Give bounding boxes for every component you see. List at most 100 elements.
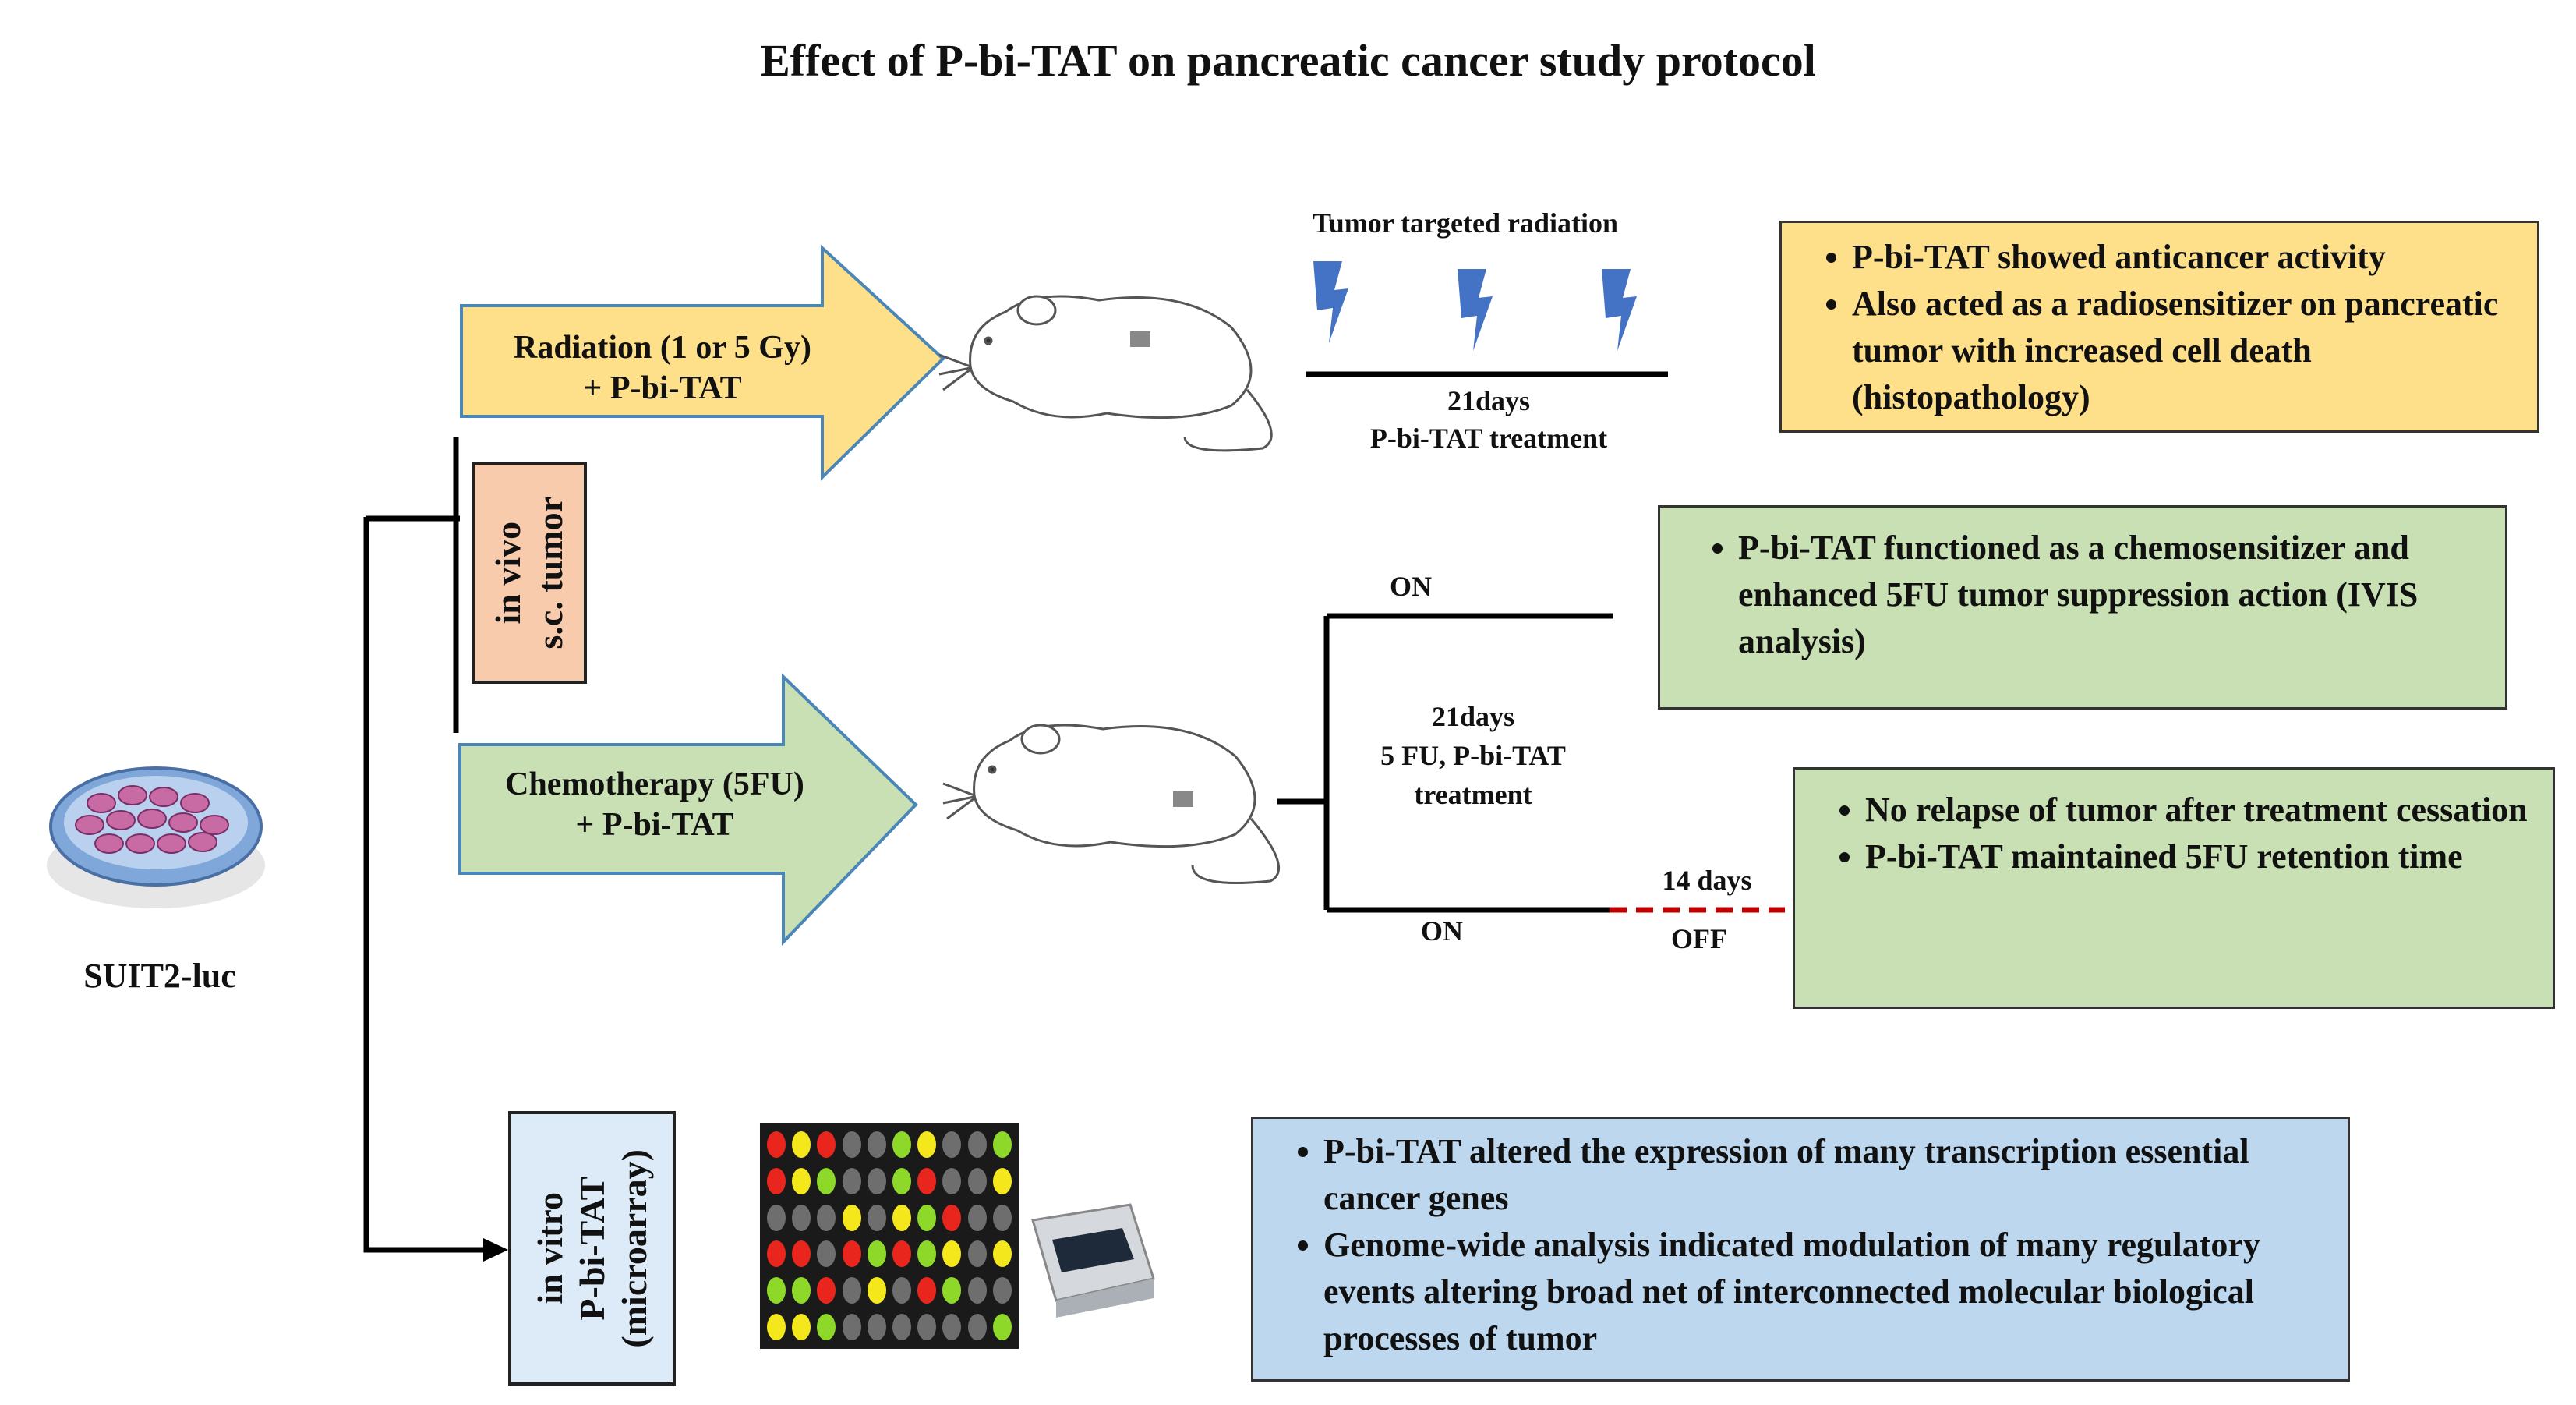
microarray-spot [892,1276,912,1304]
microarray-spot [767,1167,786,1194]
microarray-spot [842,1276,861,1304]
microarray-spot [867,1313,886,1340]
scanner-icon [1031,1203,1155,1318]
microarray-spot [992,1313,1012,1340]
microarray-spot [817,1276,836,1304]
microarray-spot [942,1204,962,1231]
microarray-spot [792,1204,811,1231]
in-vitro-label: in vitro [529,1192,570,1304]
microarray-spot [842,1313,861,1340]
microarray-spot [767,1276,786,1304]
off-days-label: 14 days [1662,865,1752,896]
microarray-spot [867,1131,886,1159]
microarray-spot [792,1313,811,1340]
microarray-spot [992,1167,1012,1194]
lightning-icon [1602,269,1637,351]
microarray-spot [967,1204,987,1231]
microarray-spot [917,1167,937,1194]
in-vivo-label: in vivo [488,521,528,625]
microarray-spot [892,1240,912,1268]
microarray-spot [792,1167,811,1194]
chemo-on-result-item: P-bi-TAT functioned as a chemosensitizer… [1738,525,2489,665]
microarray-spot [867,1276,886,1304]
chemo-off-result-item: No relapse of tumor after treatment cess… [1865,787,2553,833]
chemo-on-bottom-label: ON [1421,915,1463,947]
microarray-spot [867,1167,886,1194]
microarray-spot [967,1167,987,1194]
microarray-spot [917,1276,937,1304]
microarray-spot [967,1276,987,1304]
microarray-spot [817,1167,836,1194]
microarray-spot [967,1313,987,1340]
microarray-spot [817,1204,836,1231]
microarray-spot [842,1240,861,1268]
microarray-spot [792,1240,811,1268]
chemo-off-results-box: No relapse of tumor after treatment cess… [1793,767,2555,1009]
microarray-spot [892,1131,912,1159]
microarray-spot [942,1167,962,1194]
microarray-results-box: P-bi-TAT altered the expression of many … [1251,1117,2350,1382]
petri-dish-icon [47,766,265,908]
in-vitro-compound: P-bi-TAT [571,1176,612,1321]
microarray-spot [767,1131,786,1159]
microarray-spot [817,1131,836,1159]
microarray-spot [767,1204,786,1231]
lightning-bolts [1313,261,1637,351]
in-vitro-method: (microarray) [613,1148,654,1348]
microarray-spot [792,1131,811,1159]
microarray-spot [792,1276,811,1304]
microarray-spot [917,1204,937,1231]
chemo-timeline-days: 21days [1431,701,1515,732]
chemo-label-line2: + P-bi-TAT [575,807,734,843]
microarray-spot [842,1167,861,1194]
microarray-spot [917,1240,937,1268]
microarray-spot [767,1313,786,1340]
radiation-results-box: P-bi-TAT showed anticancer activity Also… [1779,221,2539,433]
microarray-spot [867,1240,886,1268]
chemo-arrow-label: Chemotherapy (5FU) + P-bi-TAT [464,764,846,845]
main-connector [363,515,483,1253]
microarray-spot [817,1313,836,1340]
microarray-spot [842,1131,861,1159]
radiation-timeline-days: 21days [1447,385,1531,416]
off-label: OFF [1671,923,1727,954]
microarray-spot [917,1313,937,1340]
in-vitro-box: in vitro P-bi-TAT (microarray) [508,1111,676,1386]
mouse-illustration [938,295,1273,452]
in-vivo-sublabel: s.c. tumor [530,496,570,649]
microarray-spot [892,1167,912,1194]
microarray-spot [967,1131,987,1159]
cell-line-label: SUIT2-luc [83,957,236,995]
radiation-arrow-label: Radiation (1 or 5 Gy) + P-bi-TAT [468,327,857,409]
microarray-spot [842,1204,861,1231]
microarray-spot [992,1276,1012,1304]
radiation-label-line2: + P-bi-TAT [583,370,742,406]
microarray-spot [892,1204,912,1231]
microarray-spot [817,1240,836,1268]
chemo-branch-lines [1277,613,1613,913]
chemo-on-top-label: ON [1390,571,1432,602]
chemo-off-result-item: P-bi-TAT maintained 5FU retention time [1865,833,2553,880]
diagram-title: Effect of P-bi-TAT on pancreatic cancer … [760,35,1816,86]
radiation-timeline-treatment: P-bi-TAT treatment [1369,423,1608,454]
microarray-result-item: Genome-wide analysis indicated modulatio… [1323,1222,2332,1362]
radiation-result-item: Also acted as a radiosensitizer on pancr… [1852,281,2537,421]
microarray-spot [967,1240,987,1268]
microarray-spot [867,1204,886,1231]
microarray-spot [992,1131,1012,1159]
radiation-arrow [460,244,945,481]
microarray-spot [992,1240,1012,1268]
lightning-icon [1313,261,1348,343]
radiation-result-item: P-bi-TAT showed anticancer activity [1852,234,2537,281]
chemo-on-results-box: P-bi-TAT functioned as a chemosensitizer… [1658,505,2507,710]
microarray-spot [942,1313,962,1340]
in-vitro-arrowhead [483,1238,508,1262]
microarray-spot [767,1240,786,1268]
chemo-label-line1: Chemotherapy (5FU) [505,766,804,802]
microarray-spot [942,1131,962,1159]
radiation-timeline-header: Tumor targeted radiation [1313,207,1618,239]
chemo-timeline-treatment: treatment [1414,779,1532,810]
mouse-illustration [942,724,1281,884]
microarray-spot [942,1240,962,1268]
